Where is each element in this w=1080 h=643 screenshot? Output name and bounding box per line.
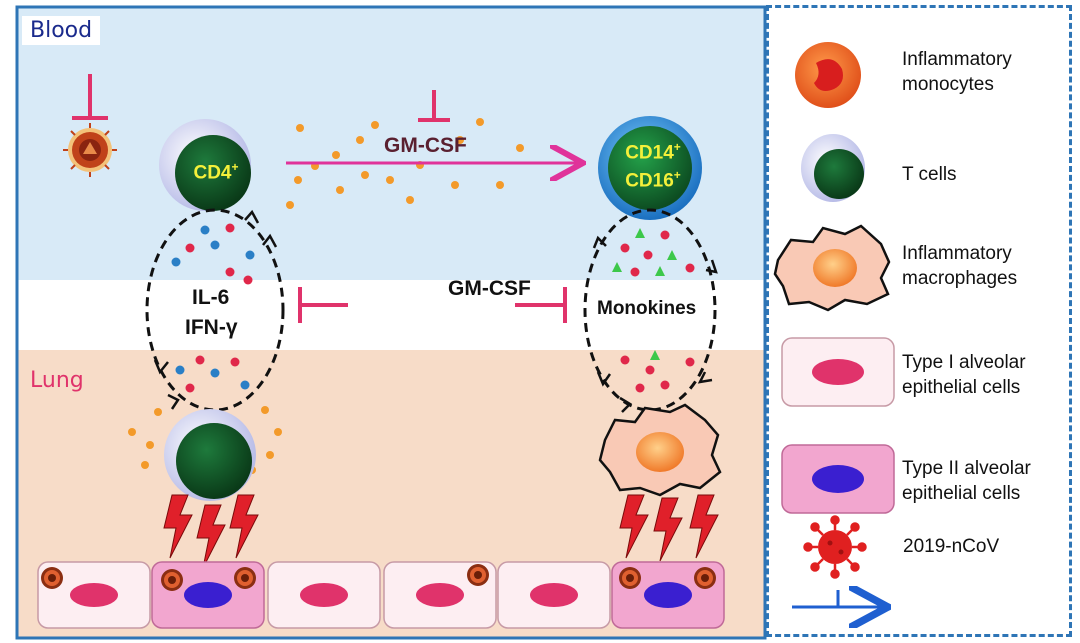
epithelial-layer (37, 561, 725, 629)
virus-legend-icon (803, 515, 867, 579)
cd4-label-sup: + (231, 160, 239, 174)
legend-label-t-cells: T cells (902, 162, 957, 187)
inflammatory-macrophage-icon (773, 224, 891, 312)
t-cell-icon (801, 134, 865, 202)
legend-label-macrophages: Inflammatory macrophages (902, 241, 1017, 291)
arrow-inhibit-icon (792, 590, 885, 607)
cd14-label-text: CD14 (625, 142, 674, 164)
cd16-label-text: CD16 (625, 170, 674, 192)
monokine-loop (583, 208, 718, 413)
legend-macrophages-line1: Inflammatory (902, 243, 1012, 264)
legend-virus-line1: 2019-nCoV (903, 536, 1000, 557)
cd4-t-cell (159, 119, 251, 211)
legend-type2-line2: epithelial cells (902, 483, 1021, 504)
legend-t-cells-line1: T cells (902, 164, 957, 185)
cd4-label-text: CD4 (193, 162, 232, 184)
virus-icon (63, 123, 117, 177)
lung-t-cell (164, 409, 256, 501)
damage-bolts-left (163, 494, 259, 569)
type2-alveolar-cell-icon (781, 444, 895, 514)
type1-alveolar-cell-icon (781, 337, 895, 407)
inflammatory-monocyte-icon (795, 42, 861, 108)
monokine-inhibit (515, 287, 567, 323)
il6-ifn-loop (145, 208, 285, 412)
lung-label: Lung (30, 368, 84, 393)
gmcsf-particles-lung (128, 406, 282, 474)
damage-bolts-right (619, 494, 719, 562)
cd14-cd16-monocyte (598, 116, 702, 220)
legend-label-type2: Type II alveolar epithelial cells (902, 456, 1031, 506)
monokine-particles (612, 228, 695, 393)
il6-inhibit (298, 287, 348, 323)
cd16-label-sup: + (673, 168, 681, 183)
cd14-label-sup: + (673, 140, 681, 154)
il6-label: IL-6 (192, 286, 230, 309)
legend-icons (773, 42, 895, 607)
virus-inhibit-blood (72, 74, 108, 120)
ifn-gamma-label: IFN-γ (185, 316, 238, 339)
lung-macrophage (598, 403, 722, 497)
legend-label-type1: Type I alveolar epithelial cells (902, 350, 1026, 400)
vessel-wall-region (17, 280, 765, 350)
gmcsf-top-label: GM-CSF (384, 134, 467, 157)
legend-monocytes-line1: Inflammatory (902, 49, 1012, 70)
cytokine-particles-left (171, 223, 255, 393)
gmcsf-mid-label: GM-CSF (448, 277, 531, 300)
legend-type1-line1: Type I alveolar (902, 352, 1026, 373)
main-panel (15, 5, 767, 640)
legend-label-monocytes: Inflammatory monocytes (902, 47, 1012, 97)
legend-macrophages-line2: macrophages (902, 268, 1018, 289)
legend-type2-line1: Type II alveolar (902, 458, 1031, 479)
blood-label: Blood (22, 16, 101, 45)
cd4-label: CD4+ (186, 156, 246, 184)
cd14-cd16-label: CD14+ CD16+ (608, 136, 698, 193)
legend-type1-line2: epithelial cells (902, 377, 1021, 398)
legend-monocytes-line2: monocytes (902, 74, 994, 95)
legend-label-virus: 2019-nCoV (903, 534, 999, 559)
legend-panel (766, 5, 1072, 637)
monokines-label: Monokines (597, 298, 697, 319)
main-panel-frame (15, 5, 767, 640)
gmcsf-inhibit-top (418, 90, 450, 122)
